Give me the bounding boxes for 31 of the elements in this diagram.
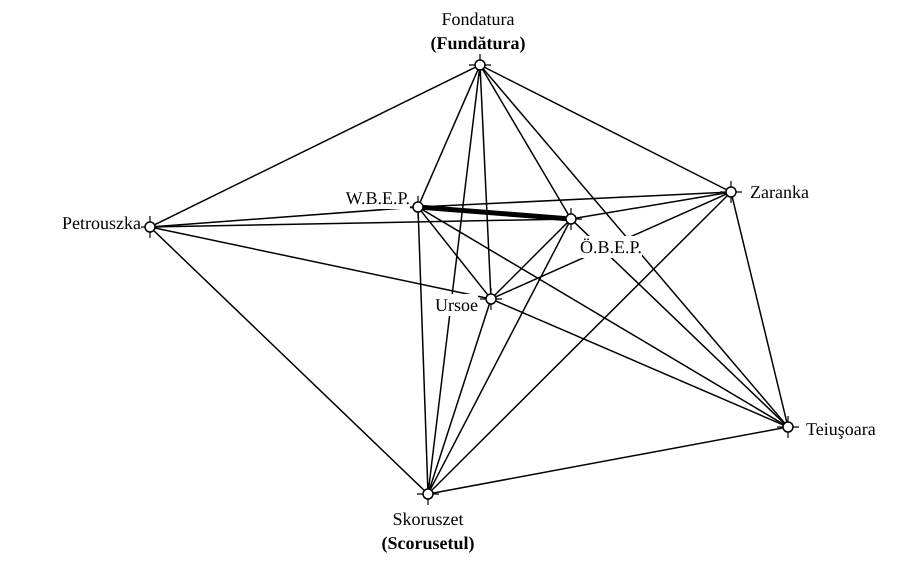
connecting-line — [422, 208, 784, 426]
survey-point-marker — [139, 216, 161, 238]
connecting-line — [495, 300, 784, 426]
connecting-line — [731, 196, 788, 422]
connecting-line — [154, 66, 476, 226]
connecting-line — [479, 70, 492, 294]
connecting-line — [431, 195, 728, 491]
thick-connecting-line — [422, 204, 566, 222]
place-name: Ö.B.E.P. — [580, 236, 642, 258]
survey-point-marker — [480, 288, 502, 310]
connecting-line — [154, 227, 486, 299]
connecting-line — [482, 68, 570, 216]
connecting-line — [432, 427, 784, 494]
survey-point-marker — [777, 416, 799, 438]
connecting-line — [153, 230, 425, 492]
connecting-line — [576, 192, 726, 219]
survey-point-marker — [720, 181, 742, 203]
connecting-line — [482, 68, 786, 424]
connecting-line — [417, 212, 429, 490]
connecting-line — [428, 304, 490, 490]
connecting-line — [420, 210, 488, 296]
connecting-line — [574, 222, 785, 424]
connecting-line — [484, 66, 727, 190]
survey-point-marker — [417, 483, 439, 505]
connecting-line — [419, 69, 479, 203]
connecting-line — [494, 222, 568, 296]
survey-point-marker — [469, 54, 491, 76]
connecting-line — [154, 206, 414, 228]
place-name: Ursoe — [435, 294, 478, 316]
connecting-line — [430, 223, 570, 490]
connecting-line — [428, 70, 480, 490]
